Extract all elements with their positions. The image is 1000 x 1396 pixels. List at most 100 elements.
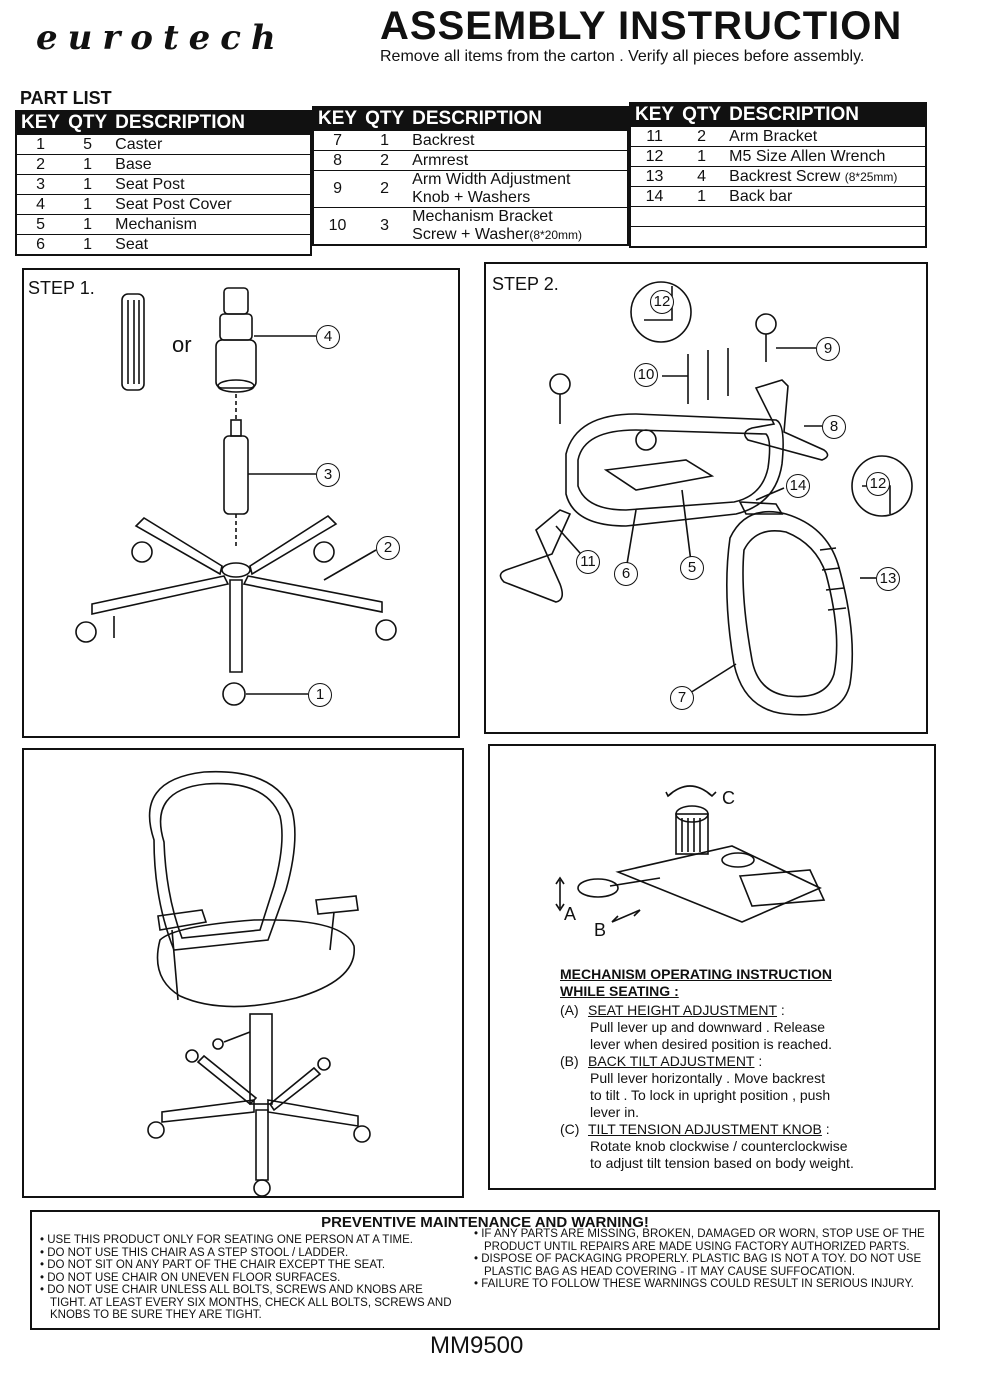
col-qty: QTY bbox=[361, 107, 409, 131]
warning-item: • USE THIS PRODUCT ONLY FOR SEATING ONE … bbox=[40, 1234, 413, 1246]
callout-7: 7 bbox=[670, 686, 694, 710]
part-key: 6 bbox=[16, 234, 65, 255]
chair-panel bbox=[22, 748, 464, 1198]
part-key: 7 bbox=[313, 130, 362, 151]
callout-14: 14 bbox=[786, 474, 810, 498]
table-row bbox=[630, 206, 926, 227]
item-tag: (C) bbox=[560, 1121, 580, 1137]
part-qty: 2 bbox=[678, 126, 726, 147]
item-line: Rotate knob clockwise / counterclockwise bbox=[590, 1138, 848, 1154]
part-qty: 1 bbox=[64, 194, 112, 215]
callout-9: 9 bbox=[816, 337, 840, 361]
table-header: KEY QTY DESCRIPTION bbox=[313, 107, 628, 131]
warning-item: • DO NOT USE CHAIR ON UNEVEN FLOOR SURFA… bbox=[40, 1271, 341, 1284]
part-qty: 5 bbox=[64, 134, 112, 155]
part-key: 3 bbox=[16, 174, 65, 195]
label-a: A bbox=[564, 904, 577, 924]
col-key: KEY bbox=[16, 111, 65, 135]
item-line: Pull lever horizontally . Move backrest bbox=[590, 1070, 825, 1086]
callout-11: 11 bbox=[576, 550, 600, 574]
part-qty: 1 bbox=[64, 234, 112, 255]
col-qty: QTY bbox=[678, 103, 726, 127]
part-qty: 1 bbox=[64, 174, 112, 195]
part-qty: 1 bbox=[678, 186, 726, 207]
instruction-item-c: (C)TILT TENSION ADJUSTMENT KNOB : Rotate… bbox=[560, 1121, 930, 1172]
part-desc-line: Screw + Washer bbox=[412, 226, 530, 243]
callout-12-second: 12 bbox=[866, 472, 890, 496]
callout-2: 2 bbox=[376, 536, 400, 560]
part-qty: 1 bbox=[361, 130, 409, 151]
part-desc: Caster bbox=[111, 134, 311, 155]
col-key: KEY bbox=[630, 103, 679, 127]
warning-item: • DO NOT USE THIS CHAIR AS A STEP STOOL … bbox=[40, 1246, 349, 1259]
callout-13: 13 bbox=[876, 567, 900, 591]
part-desc-line: Mechanism Bracket bbox=[412, 208, 553, 225]
part-qty: 3 bbox=[361, 207, 409, 245]
col-description: DESCRIPTION bbox=[725, 103, 926, 127]
part-desc: Armrest bbox=[408, 150, 628, 171]
callout-3: 3 bbox=[316, 463, 340, 487]
part-qty: 1 bbox=[64, 214, 112, 235]
col-description: DESCRIPTION bbox=[408, 107, 628, 131]
callout-10: 10 bbox=[634, 363, 658, 387]
part-desc: Mechanism bbox=[111, 214, 311, 235]
part-size-note: (8*20mm) bbox=[529, 228, 583, 242]
part-size-note: (8*25mm) bbox=[844, 169, 898, 184]
col-key: KEY bbox=[313, 107, 362, 131]
warning-item: • DO NOT SIT ON ANY PART OF THE CHAIR EX… bbox=[40, 1259, 386, 1271]
warning-item: • IF ANY PARTS ARE MISSING, BROKEN, DAMA… bbox=[474, 1228, 925, 1253]
part-qty: 1 bbox=[64, 154, 112, 175]
part-desc: Seat Post bbox=[111, 174, 311, 195]
label-b: B bbox=[594, 920, 607, 940]
warning-right-column: • IF ANY PARTS ARE MISSING, BROKEN, DAMA… bbox=[472, 1228, 934, 1291]
seat-assembly-illustration bbox=[499, 281, 913, 716]
step2-panel: STEP 2. bbox=[484, 262, 928, 734]
callout-12: 12 bbox=[650, 290, 674, 314]
part-desc: Base bbox=[111, 154, 311, 175]
step1-panel: STEP 1. or bbox=[22, 268, 460, 738]
item-heading: BACK TILT ADJUSTMENT bbox=[588, 1053, 755, 1069]
base-assembly-illustration bbox=[75, 287, 397, 706]
part-desc: Seat bbox=[111, 234, 311, 255]
part-desc-line: Knob + Washers bbox=[412, 189, 531, 206]
part-desc-line: Arm Width Adjustment bbox=[412, 171, 571, 188]
document-subtitle: Remove all items from the carton . Verif… bbox=[380, 48, 865, 65]
mechanism-subtitle: WHILE SEATING : bbox=[560, 983, 679, 999]
step2-label: STEP 2. bbox=[492, 274, 559, 294]
item-tag: (B) bbox=[560, 1053, 579, 1069]
callout-1: 1 bbox=[308, 683, 332, 707]
mechanism-illustration bbox=[555, 785, 826, 923]
col-description: DESCRIPTION bbox=[111, 111, 311, 135]
item-line: to adjust tilt tension based on body wei… bbox=[590, 1155, 854, 1171]
model-number: MM9500 bbox=[430, 1332, 524, 1359]
part-key: 13 bbox=[630, 166, 679, 187]
part-key: 12 bbox=[630, 146, 679, 167]
callout-6: 6 bbox=[614, 562, 638, 586]
item-heading: TILT TENSION ADJUSTMENT KNOB bbox=[588, 1121, 822, 1137]
document-title: ASSEMBLY INSTRUCTION bbox=[380, 4, 903, 48]
part-key: 11 bbox=[630, 126, 679, 147]
item-line: lever when desired position is reached. bbox=[590, 1036, 833, 1052]
part-key: 1 bbox=[16, 134, 65, 155]
part-key: 5 bbox=[16, 214, 65, 235]
part-desc: M5 Size Allen Wrench bbox=[725, 146, 926, 167]
warning-box: PREVENTIVE MAINTENANCE AND WARNING! • US… bbox=[30, 1210, 940, 1330]
instruction-item-b: (B)BACK TILT ADJUSTMENT : Pull lever hor… bbox=[560, 1053, 930, 1121]
part-key: 8 bbox=[313, 150, 362, 171]
part-qty: 4 bbox=[678, 166, 726, 187]
brand-logo: eurotech bbox=[36, 18, 286, 58]
